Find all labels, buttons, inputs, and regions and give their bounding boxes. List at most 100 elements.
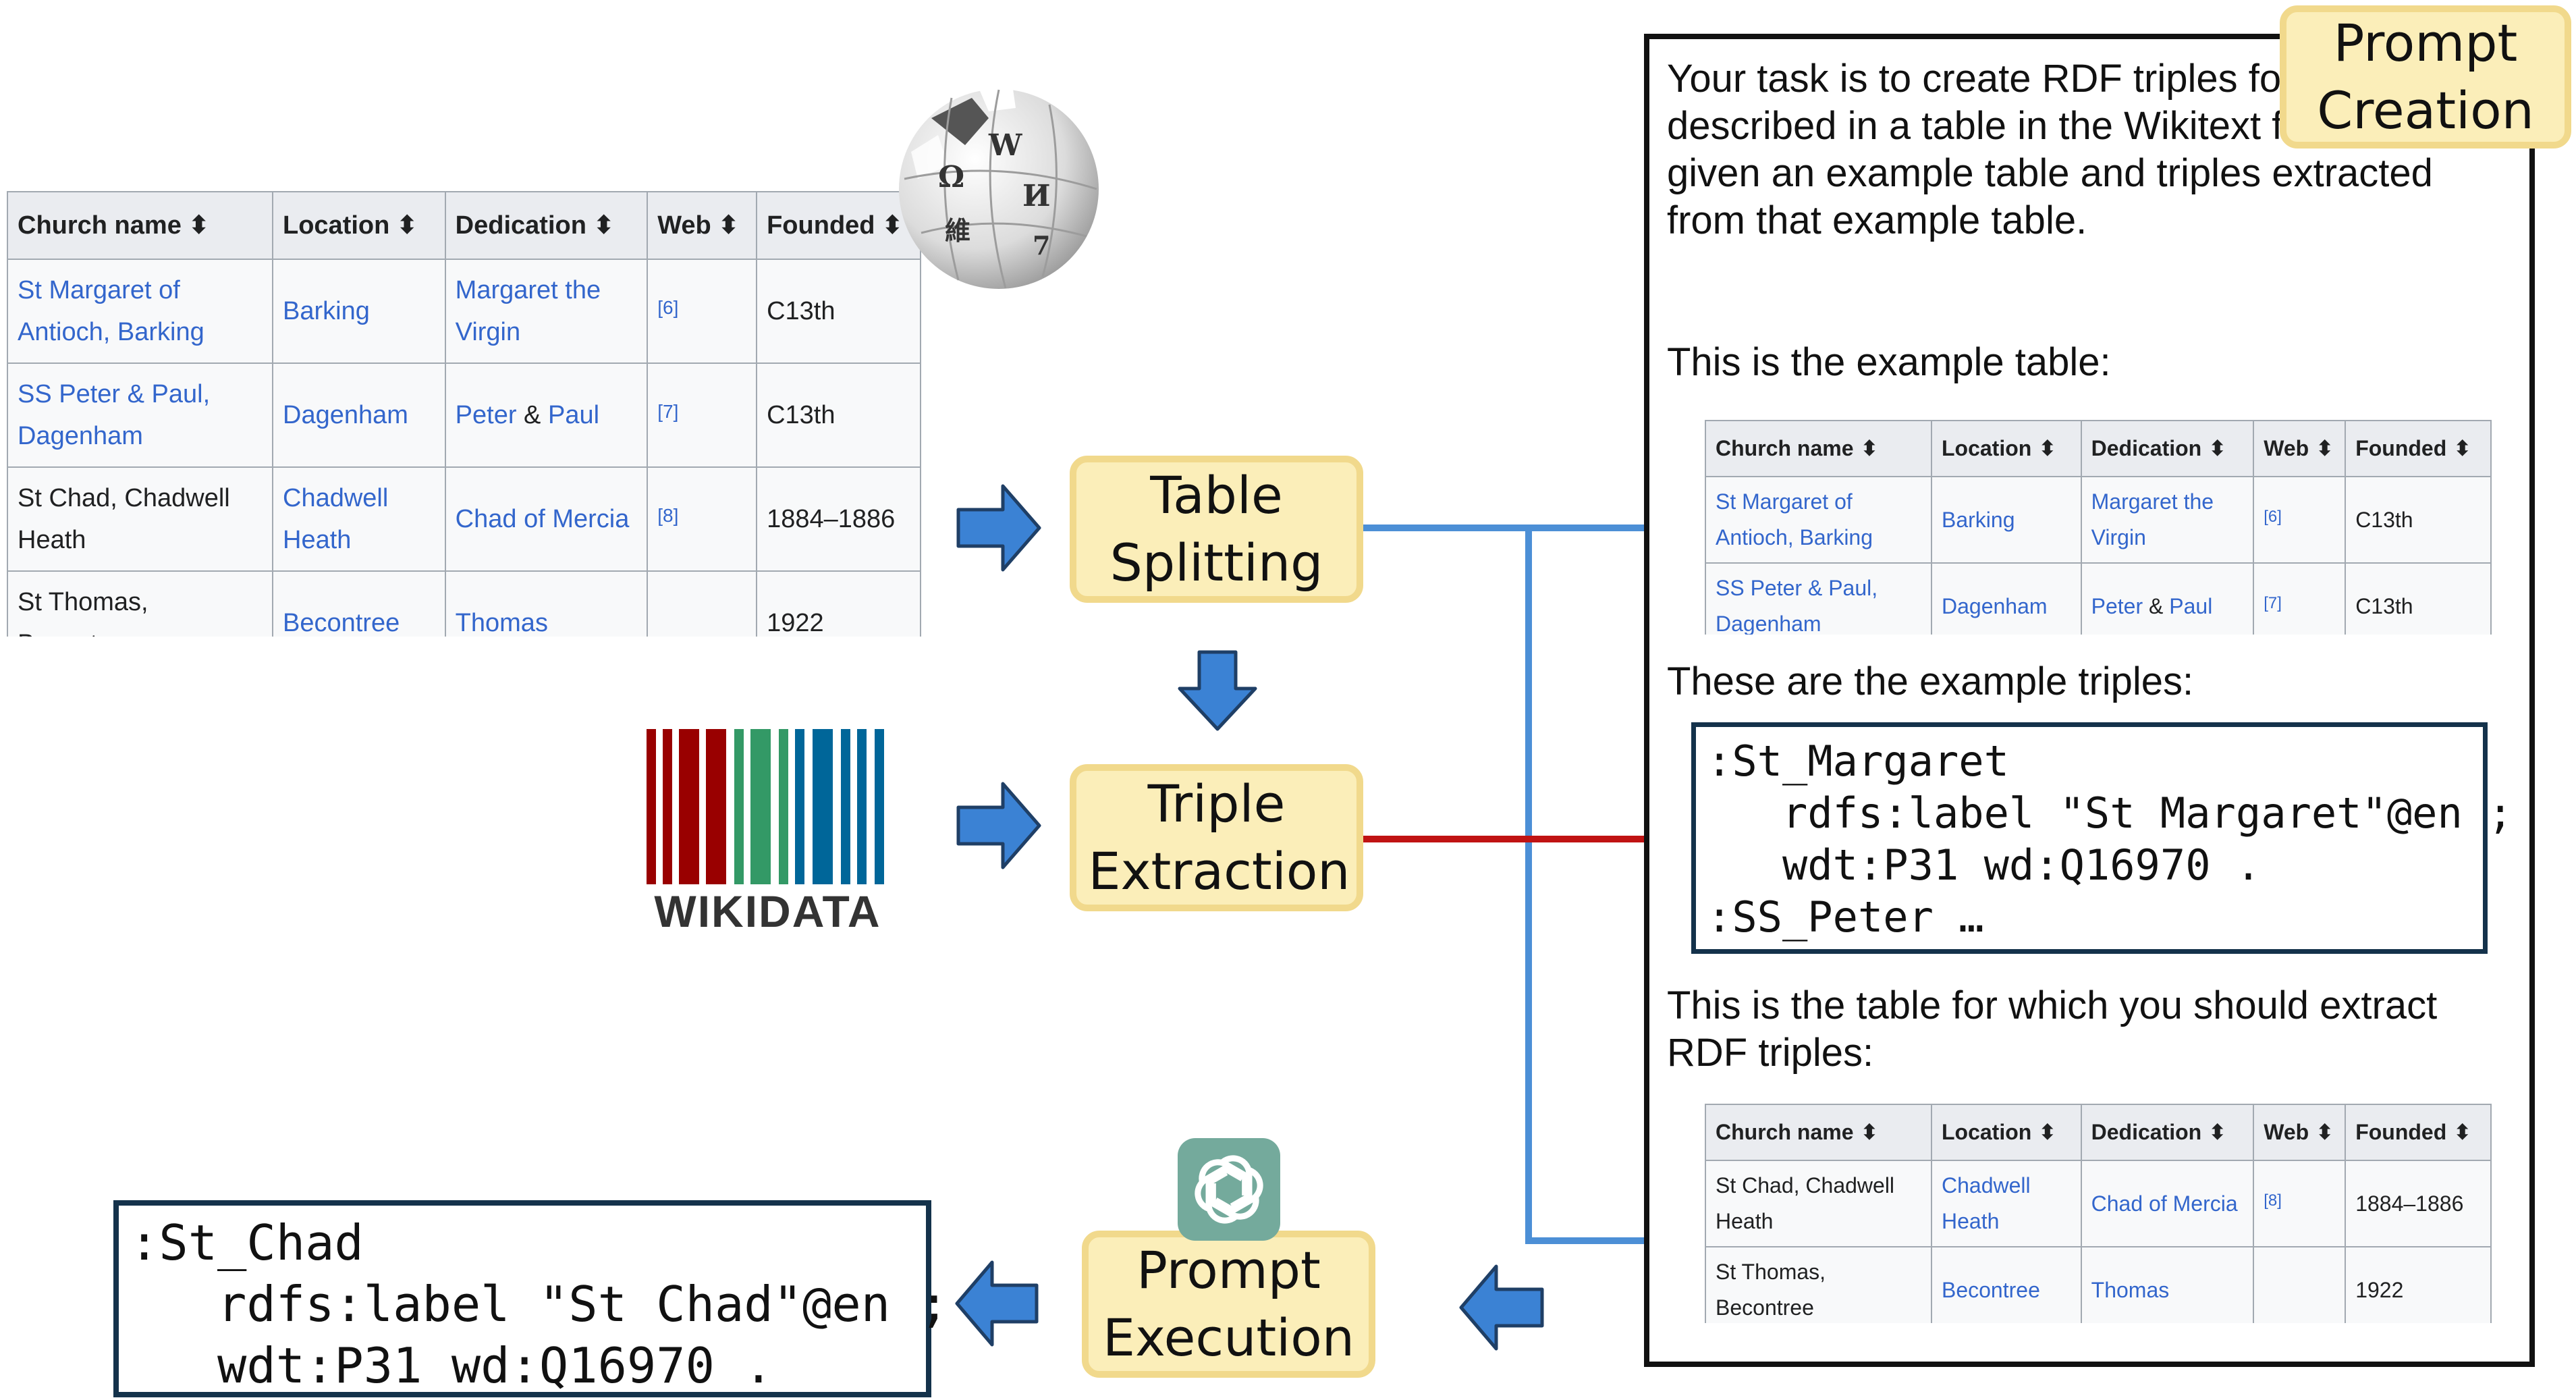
triple-extraction-label: Triple Extraction bbox=[1088, 774, 1350, 901]
table-header-row: Church name⬍ Location⬍ Dedication⬍ Web⬍ … bbox=[1705, 1104, 2492, 1161]
code-line: :St_Chad bbox=[130, 1214, 364, 1271]
table-splitting-label: Table Splitting bbox=[1109, 465, 1323, 593]
location-link[interactable]: Dagenham bbox=[1941, 593, 2048, 618]
sort-icon: ⬍ bbox=[2315, 436, 2334, 460]
dedication-link[interactable]: Paul bbox=[2169, 593, 2213, 618]
sort-icon: ⬍ bbox=[2453, 1120, 2472, 1144]
location-link[interactable]: Barking bbox=[1941, 507, 2015, 532]
omega-glyph: Ω bbox=[938, 160, 964, 194]
dedication-link[interactable]: Margaret the Virgin bbox=[2091, 489, 2214, 549]
sort-icon: ⬍ bbox=[1860, 436, 1879, 460]
example-table-heading: This is the example table: bbox=[1667, 340, 2111, 384]
dedication-separator: & bbox=[2143, 593, 2170, 618]
wikidata-bar bbox=[779, 729, 788, 884]
church-name: St Chad, Chadwell Heath bbox=[1716, 1173, 1895, 1233]
target-table-heading: This is the table for which you should e… bbox=[1667, 984, 2438, 1075]
dedication-link[interactable]: Peter bbox=[455, 401, 517, 429]
i-glyph: И bbox=[1022, 179, 1051, 213]
column-header-web[interactable]: Web⬍ bbox=[647, 191, 758, 260]
founded-value: C13th bbox=[2355, 593, 2413, 618]
location-link[interactable]: Becontree bbox=[283, 609, 400, 637]
code-line: rdfs:label "St Chad"@en ; bbox=[130, 1276, 949, 1333]
dedication-link[interactable]: Paul bbox=[547, 401, 600, 429]
column-header-web[interactable]: Web⬍ bbox=[2253, 1104, 2347, 1161]
founded-value: 1884–1886 bbox=[2355, 1191, 2464, 1216]
church-link[interactable]: St Margaret of Antioch, Barking bbox=[18, 276, 204, 346]
prompt-creation-box: Prompt Creation bbox=[2280, 5, 2571, 149]
column-header-church[interactable]: Church name⬍ bbox=[1705, 420, 1932, 477]
code-line: rdfs:label "St Margaret"@en ; bbox=[1707, 788, 2513, 838]
wikidata-bar bbox=[647, 729, 656, 884]
web-reference[interactable]: [6] bbox=[2264, 508, 2282, 527]
left-block-arrow-icon bbox=[1459, 1264, 1544, 1351]
wikidata-bar bbox=[841, 729, 850, 884]
table-row: St Margaret of Antioch, Barking Barking … bbox=[7, 259, 921, 364]
example-triples-box: :St_Margaret rdfs:label "St Margaret"@en… bbox=[1691, 722, 2513, 954]
web-reference[interactable]: [7] bbox=[2264, 594, 2282, 613]
wikidata-bar bbox=[875, 729, 884, 884]
location-link[interactable]: Chadwell Heath bbox=[283, 484, 389, 554]
column-header-dedication[interactable]: Dedication⬍ bbox=[2080, 1104, 2255, 1161]
wikidata-bar bbox=[857, 729, 867, 884]
column-header-dedication[interactable]: Dedication⬍ bbox=[2080, 420, 2255, 477]
table-row: St Chad, Chadwell Heath Chadwell Heath C… bbox=[1705, 1160, 2492, 1247]
column-header-location[interactable]: Location⬍ bbox=[1930, 420, 2082, 477]
table-row: St Thomas, Becontree Becontree Thomas 19… bbox=[7, 570, 921, 637]
church-link[interactable]: SS Peter & Paul, Dagenham bbox=[18, 380, 211, 450]
location-link[interactable]: Becontree bbox=[1941, 1277, 2040, 1302]
sort-icon: ⬍ bbox=[188, 211, 210, 240]
column-header-church[interactable]: Church name⬍ bbox=[1705, 1104, 1932, 1161]
church-name: St Thomas, Becontree bbox=[18, 588, 148, 637]
wikidata-bar bbox=[750, 729, 771, 884]
church-link[interactable]: SS Peter & Paul, Dagenham bbox=[1716, 576, 1878, 635]
sort-icon: ⬍ bbox=[2315, 1120, 2334, 1144]
column-header-founded[interactable]: Founded⬍ bbox=[2345, 1104, 2492, 1161]
dedication-link[interactable]: Thomas bbox=[455, 609, 548, 637]
column-header-web[interactable]: Web⬍ bbox=[2253, 420, 2347, 477]
split-to-target-connector bbox=[1525, 528, 1697, 1261]
w-glyph: W bbox=[988, 128, 1022, 163]
church-name: St Chad, Chadwell Heath bbox=[18, 484, 230, 554]
column-header-dedication[interactable]: Dedication⬍ bbox=[444, 191, 649, 260]
church-link[interactable]: St Margaret of Antioch, Barking bbox=[1716, 489, 1873, 549]
web-reference[interactable]: [7] bbox=[657, 400, 679, 422]
column-header-founded[interactable]: Founded⬍ bbox=[756, 191, 921, 260]
table-row: St Thomas, Becontree Becontree Thomas 19… bbox=[1705, 1246, 2492, 1323]
location-link[interactable]: Chadwell Heath bbox=[1941, 1173, 2031, 1233]
web-reference[interactable]: [6] bbox=[657, 296, 679, 318]
openai-knot-icon bbox=[1195, 1155, 1263, 1224]
dedication-link[interactable]: Chad of Mercia bbox=[455, 505, 630, 533]
founded-value: 1922 bbox=[767, 609, 824, 637]
prompt-execution-label: Prompt Execution bbox=[1103, 1240, 1354, 1368]
column-header-location[interactable]: Location⬍ bbox=[272, 191, 446, 260]
web-reference[interactable]: [8] bbox=[657, 504, 679, 526]
column-header-location[interactable]: Location⬍ bbox=[1930, 1104, 2082, 1161]
target-wiki-table: Church name⬍ Location⬍ Dedication⬍ Web⬍ … bbox=[1705, 1104, 2492, 1323]
dedication-link[interactable]: Thomas bbox=[2091, 1277, 2170, 1302]
output-triples-box: :St_Chad rdfs:label "St Chad"@en ; wdt:P… bbox=[113, 1200, 949, 1397]
dedication-link[interactable]: Margaret the Virgin bbox=[455, 276, 601, 346]
column-header-founded[interactable]: Founded⬍ bbox=[2345, 420, 2492, 477]
sort-icon: ⬍ bbox=[1860, 1120, 1879, 1144]
sort-icon: ⬍ bbox=[717, 211, 740, 240]
church-name: St Thomas, Becontree bbox=[1716, 1260, 1826, 1320]
left-block-arrow-icon bbox=[955, 1260, 1039, 1347]
column-header-church[interactable]: Church name⬍ bbox=[7, 191, 273, 260]
location-link[interactable]: Dagenham bbox=[283, 401, 408, 429]
down-block-arrow-icon bbox=[1178, 650, 1257, 731]
web-reference[interactable]: [8] bbox=[2264, 1191, 2282, 1210]
example-wiki-table: Church name⬍ Location⬍ Dedication⬍ Web⬍ … bbox=[1705, 420, 2492, 635]
prompt-execution-box: Prompt Execution bbox=[1082, 1231, 1375, 1378]
dedication-link[interactable]: Peter bbox=[2091, 593, 2143, 618]
table-row: SS Peter & Paul, Dagenham Dagenham Peter… bbox=[1705, 562, 2492, 635]
founded-value: 1922 bbox=[2355, 1277, 2404, 1302]
dedication-link[interactable]: Chad of Mercia bbox=[2091, 1191, 2238, 1216]
sort-icon: ⬍ bbox=[593, 211, 615, 240]
example-triples-heading: These are the example triples: bbox=[1667, 660, 2194, 703]
wikidata-bar bbox=[663, 729, 672, 884]
wikipedia-logo: Ω W И 維 7 bbox=[871, 71, 1114, 294]
sort-icon: ⬍ bbox=[2453, 436, 2472, 460]
location-link[interactable]: Barking bbox=[283, 297, 370, 325]
table-row: St Chad, Chadwell Heath Chadwell Heath C… bbox=[7, 466, 921, 572]
